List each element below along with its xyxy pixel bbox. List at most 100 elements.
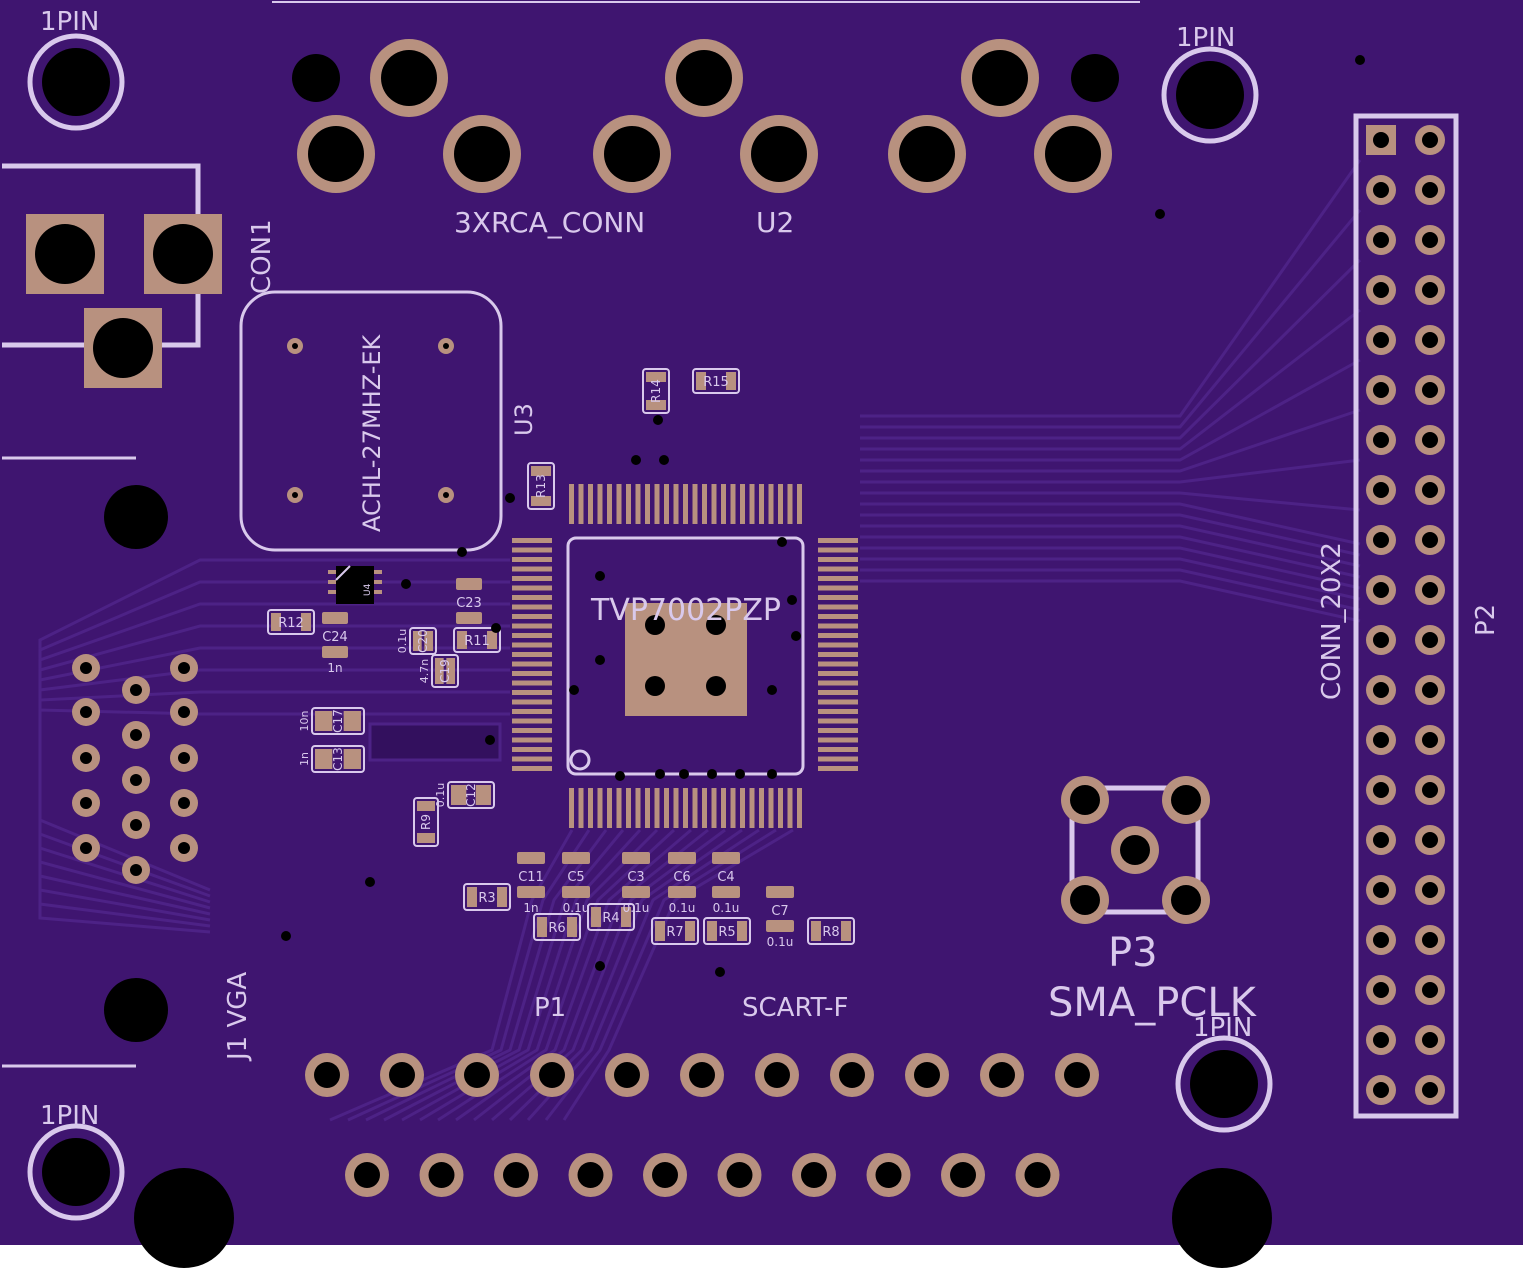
component-c6-ref: C6 — [673, 870, 690, 885]
scart-connector-pins — [305, 1053, 1099, 1197]
component-r11-pad — [487, 631, 497, 649]
via — [767, 769, 777, 779]
mounting-hole-bottom-left — [27, 1123, 125, 1221]
component-r9-pad — [417, 801, 435, 811]
component-r15-outline — [692, 368, 740, 394]
ic-pin-top — [664, 484, 669, 524]
component-c3-ref: C3 — [627, 870, 644, 885]
ic-pin-right — [818, 690, 858, 695]
ic-pin-right — [818, 652, 858, 657]
component-r8-pad — [841, 921, 851, 941]
ic-pin-right — [818, 538, 858, 543]
pin-label-top-right: 1PIN — [1176, 23, 1235, 53]
ic-pin-right — [818, 699, 858, 705]
via — [595, 655, 605, 665]
crystal-part-label: ACHL-27MHZ-EK — [358, 333, 386, 532]
component-r13-outline — [527, 462, 555, 510]
vga-pin-hole — [80, 662, 92, 674]
ic-pin-top — [797, 484, 802, 524]
component-c24-pad — [322, 612, 348, 624]
rca-connector-label: 3XRCA_CONN — [454, 206, 645, 239]
component-c23-pad — [456, 578, 482, 590]
header-pin-hole — [1422, 482, 1438, 498]
scart-pin-hole — [914, 1062, 940, 1088]
ic-pin-bottom — [692, 788, 698, 828]
component-c23-pad — [456, 612, 482, 624]
ic-pin-right — [818, 728, 858, 733]
component-c12-value: 0.1u — [434, 783, 447, 807]
component-r8-outline — [807, 917, 855, 945]
scart-pin-hole — [1064, 1062, 1090, 1088]
ic-pin-right — [818, 709, 858, 714]
trace — [860, 408, 1361, 473]
ic-pin-left — [512, 576, 552, 581]
scart-pin-hole — [726, 1162, 753, 1188]
via — [1155, 209, 1165, 219]
component-r7-outline — [651, 917, 699, 945]
component-r7-ref: R7 — [666, 925, 683, 940]
via — [281, 931, 291, 941]
ic-pin-bottom — [673, 788, 679, 828]
ic-pin-bottom — [721, 788, 726, 828]
component-c19-value: 4.7n — [418, 659, 431, 683]
trace — [860, 535, 1361, 579]
trace — [860, 159, 1362, 418]
via — [595, 961, 605, 971]
ic-pin-left — [512, 766, 552, 771]
header-pin-hole — [1422, 332, 1438, 348]
scart-pin-hole — [652, 1162, 678, 1188]
via — [767, 685, 777, 695]
ic-pin-right — [818, 661, 858, 667]
header-pin-hole — [1373, 382, 1389, 398]
component-c19-pad — [435, 658, 444, 684]
mounting-hole-top-left — [27, 33, 125, 131]
component-r6-pad — [537, 917, 547, 937]
via — [457, 547, 467, 557]
component-r3-ref: R3 — [478, 891, 495, 906]
ic-pin-bottom — [569, 788, 574, 828]
header-pin-hole — [1422, 432, 1438, 448]
ic-pin-top — [721, 484, 726, 524]
ic-pin-left — [512, 718, 552, 724]
trace — [455, 828, 692, 1122]
scart-pin-hole — [389, 1062, 415, 1088]
ic-pin-bottom — [635, 788, 641, 828]
header-pin-hole — [1422, 932, 1438, 948]
scart-pin-hole — [764, 1062, 790, 1088]
via — [791, 631, 801, 641]
ic-pin-left — [512, 756, 552, 762]
ic-pin-left — [512, 566, 552, 572]
vga-pin-hole — [80, 842, 92, 854]
component-r5-outline — [703, 917, 751, 945]
via — [655, 769, 665, 779]
u4-chip-footprint — [328, 565, 382, 604]
p2-label: P2 — [1471, 604, 1501, 636]
scart-pin-hole — [503, 1162, 529, 1188]
via — [505, 493, 515, 503]
ic-pin-top — [730, 484, 736, 524]
component-r13-pad — [531, 496, 551, 506]
trace — [860, 308, 1361, 451]
component-r3-pad — [497, 887, 507, 907]
header-pin-hole — [1422, 382, 1438, 398]
via — [569, 685, 579, 695]
ic-pin-top — [768, 484, 774, 524]
ic-pin-left — [512, 737, 552, 743]
vga-pin-hole — [178, 706, 190, 718]
rca-pad-hole — [751, 126, 807, 182]
ic-pin-top — [702, 484, 707, 524]
component-c19-pad — [446, 658, 455, 684]
ic-pin-bottom — [787, 788, 793, 828]
component-r7-pad — [685, 921, 695, 941]
scart-pin-hole — [1024, 1162, 1051, 1188]
scart-pin-hole — [689, 1062, 715, 1088]
ic-pin-bottom — [645, 788, 650, 828]
via — [485, 735, 495, 745]
component-c4-value: 0.1u — [713, 901, 740, 915]
header-pin-hole — [1422, 782, 1438, 798]
trace — [562, 828, 794, 1121]
component-r15-ref: R15 — [703, 375, 729, 390]
trace — [347, 829, 591, 1122]
p1-label: P1 — [534, 993, 566, 1023]
